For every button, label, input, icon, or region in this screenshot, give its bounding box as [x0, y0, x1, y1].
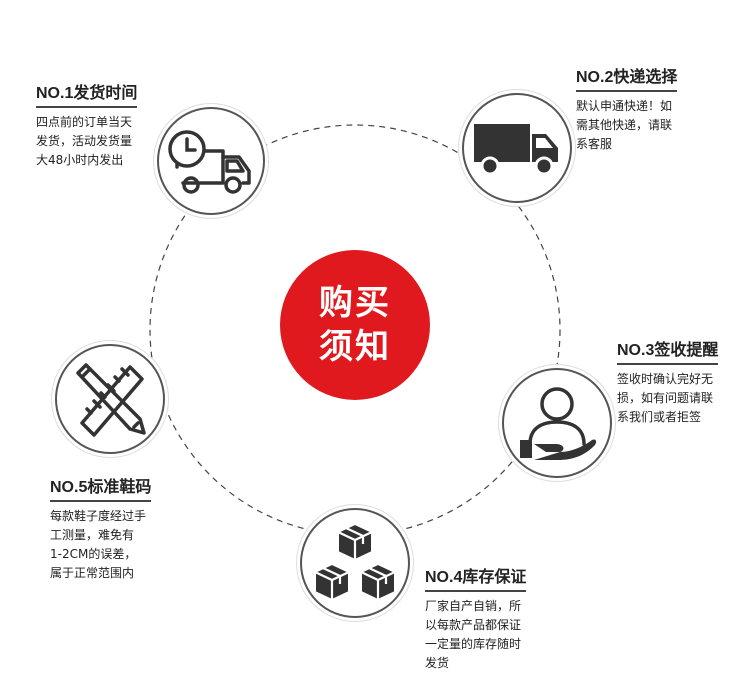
info-desc-4: 厂家自产自销，所 以每款产品都保证 一定量的库存随时 发货: [425, 599, 522, 670]
info-block-2: NO.2快递选择 默认申通快递！如 需其他快递，请联 系客服: [576, 63, 678, 154]
node-delivery-time: [157, 107, 265, 215]
boxes-icon: [314, 523, 396, 601]
person-hand-icon: [520, 387, 597, 460]
center-title-line2: 须知: [319, 327, 391, 367]
info-title-3: NO.3签收提醒: [617, 336, 719, 365]
node-courier: [462, 93, 572, 203]
node-stock-guarantee: [300, 508, 410, 618]
truck-icon: [474, 124, 558, 176]
center-badge: 购买 须知: [280, 250, 430, 400]
info-desc-5: 每款鞋子度经过手 工测量，难免有 1-2CM的误差， 属于正常范围内: [50, 509, 147, 580]
info-block-4: NO.4库存保证 厂家自产自销，所 以每款产品都保证 一定量的库存随时 发货: [425, 563, 527, 673]
delivery-clock-truck-icon: [168, 130, 251, 194]
info-block-5: NO.5标准鞋码 每款鞋子度经过手 工测量，难免有 1-2CM的误差， 属于正常…: [50, 473, 152, 583]
info-block-3: NO.3签收提醒 签收时确认完好无 损，如有问题请联 系我们或者拒签: [617, 336, 719, 427]
info-title-5: NO.5标准鞋码: [50, 473, 152, 502]
center-title-line1: 购买: [319, 283, 391, 323]
info-title-2: NO.2快递选择: [576, 63, 678, 92]
info-title-1: NO.1发货时间: [36, 79, 138, 108]
info-title-4: NO.4库存保证: [425, 563, 527, 592]
info-desc-1: 四点前的订单当天 发货，活动发货量 大48小时内发出: [36, 115, 133, 167]
info-block-1: NO.1发货时间 四点前的订单当天 发货，活动发货量 大48小时内发出: [36, 79, 138, 170]
node-sign-reminder: [502, 368, 612, 478]
ruler-pencil-icon: [76, 363, 146, 437]
node-standard-size: [55, 344, 165, 454]
info-desc-2: 默认申通快递！如 需其他快递，请联 系客服: [576, 99, 673, 151]
info-desc-3: 签收时确认完好无 损，如有问题请联 系我们或者拒签: [617, 372, 714, 424]
